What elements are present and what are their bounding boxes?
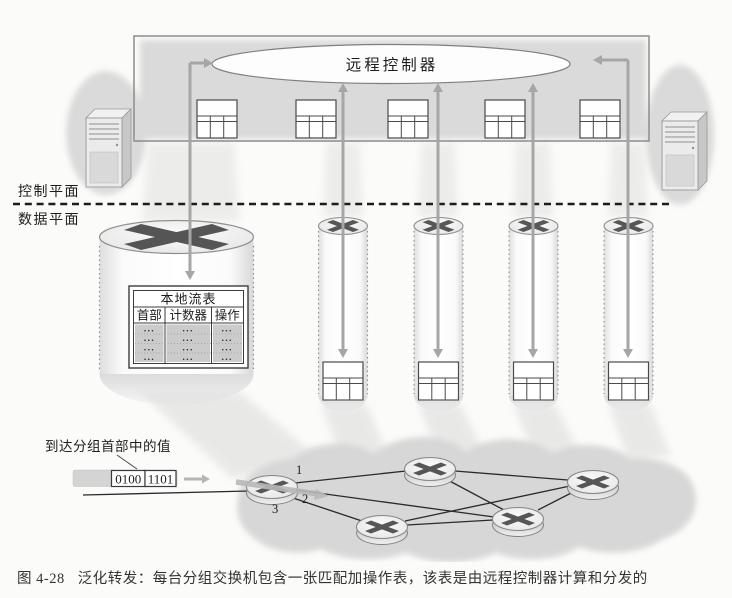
remote-controller-ellipse: [211, 43, 571, 85]
network-cloud: [237, 436, 697, 562]
controller-box: [133, 35, 650, 142]
packet-field-1: 0100: [115, 472, 141, 487]
flow-table-cell: •••: [183, 338, 194, 345]
packet-field-2: 1101: [148, 472, 174, 487]
controller-table-icon: [196, 99, 238, 139]
port-label-2: 2: [302, 492, 308, 506]
flow-table-cell: •••: [144, 347, 155, 354]
flow-table-cell: •••: [222, 338, 233, 345]
switch-table-icon: [512, 361, 555, 401]
switch-table-icon: [322, 361, 364, 401]
arriving-packet-label: 到达分组首部中的值: [45, 439, 171, 454]
network-links: [82, 470, 578, 526]
router-right: [567, 470, 619, 500]
flow-table-cell: •••: [144, 328, 155, 335]
controller-table-icon: [484, 99, 526, 139]
flow-table-title: 本地流表: [160, 292, 216, 307]
arrow-controller-switch-2: [338, 83, 348, 358]
local-flow-table: 本地流表 首部 计数器 操作 ••• ••• ••• ••• ••• ••• •…: [128, 285, 249, 369]
flow-table-cell: •••: [144, 338, 155, 345]
flow-table-cell: •••: [183, 357, 194, 364]
controller-table-icon: [295, 99, 337, 139]
diagram-canvas: 远程控制器 控制平面 数据平面 本地流表 首部 计数器 操作 •••: [13, 35, 714, 562]
switch-x-icon: [124, 224, 229, 250]
remote-controller-label: 远程控制器: [346, 56, 439, 74]
server-tower-left: [85, 108, 132, 188]
link-c-d: [406, 519, 494, 526]
figure-caption-number: 图 4-28: [17, 571, 65, 587]
controller-table-icon: [579, 99, 621, 139]
packet: 0100 1101: [72, 469, 178, 488]
link-b-e: [454, 470, 569, 481]
packet-pointer-line: [116, 454, 138, 470]
flow-table-cell: •••: [222, 357, 233, 364]
flow-table-cell: •••: [183, 347, 194, 354]
switch-table-icon: [607, 361, 650, 401]
controller-beams: [142, 143, 648, 221]
figure-caption-text: 泛化转发：每台分组交换机包含一张匹配加操作表，该表是由远程控制器计算和分发的: [77, 571, 648, 587]
arrow-controller-switch-3: [433, 83, 443, 358]
port-label-1: 1: [296, 463, 302, 477]
link-b-d: [443, 477, 505, 511]
figure-caption: 图 4-28 泛化转发：每台分组交换机包含一张匹配加操作表，该表是由远程控制器计…: [17, 567, 727, 588]
link-a-d: [295, 489, 495, 518]
link-c-e: [404, 485, 571, 522]
flow-table-col-action: 操作: [215, 308, 241, 323]
router-bottom-right: [492, 507, 544, 537]
control-plane-label: 控制平面: [18, 184, 80, 200]
link-a-c: [289, 496, 363, 522]
flow-table-cell: •••: [222, 328, 233, 335]
flow-table-cell: •••: [222, 347, 233, 354]
arrow-controller-switch-5: [593, 55, 633, 358]
arrow-controller-switch-1: [185, 58, 213, 280]
forwarding-arrow: [235, 479, 329, 500]
flow-table-col-header: 首部: [137, 308, 162, 323]
flow-table-cell: •••: [183, 328, 194, 335]
server-tower-right: [661, 111, 708, 191]
controller-table-icon: [387, 99, 429, 139]
link-external: [82, 490, 250, 496]
arrow-controller-switch-4: [528, 83, 538, 358]
router-bottom-left: [356, 515, 408, 545]
flow-table-cell: •••: [144, 357, 155, 364]
packet-direction-arrow: [184, 474, 210, 484]
port-label-3: 3: [272, 502, 278, 516]
switch-table-icon: [417, 361, 460, 401]
link-a-b: [294, 470, 407, 484]
router-top: [404, 457, 456, 487]
data-plane-label: 数据平面: [18, 212, 80, 228]
flow-table-col-counter: 计数器: [169, 308, 207, 323]
controller-switch-arrows: [185, 55, 633, 358]
